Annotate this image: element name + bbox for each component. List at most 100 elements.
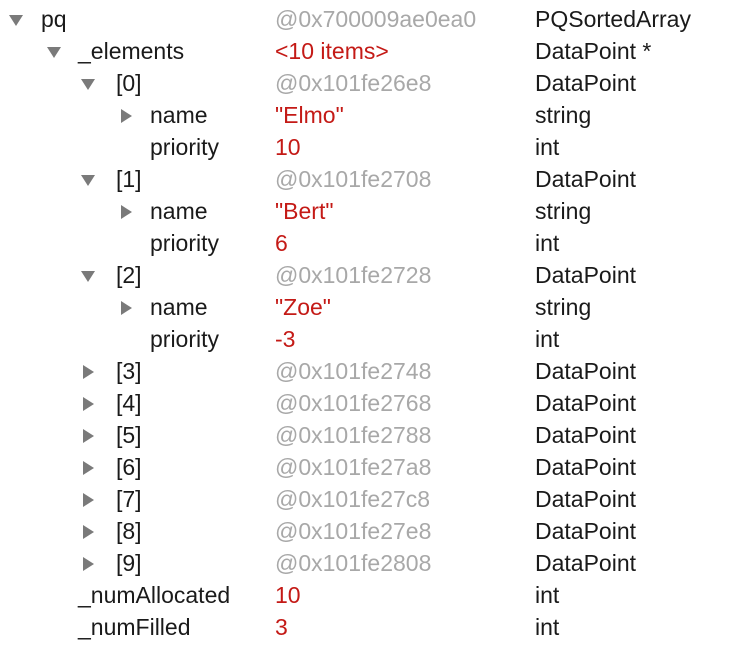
variable-type: int: [535, 230, 560, 256]
variable-name: _numAllocated: [78, 582, 231, 608]
variable-row[interactable]: name "Elmo" string: [0, 99, 752, 131]
triangle-icon: [47, 47, 61, 58]
triangle-icon: [121, 301, 132, 315]
variable-row[interactable]: [4] @0x101fe2768 DataPoint: [0, 387, 752, 419]
variable-name: pq: [41, 6, 67, 32]
variable-name: [0]: [116, 70, 142, 96]
variable-address: @0x101fe2748: [275, 358, 432, 384]
variable-type: DataPoint: [535, 486, 637, 512]
triangle-icon: [81, 79, 95, 90]
variable-name: [5]: [116, 422, 142, 448]
disclosure-expanded-icon[interactable]: [44, 35, 64, 67]
variable-name: [8]: [116, 518, 142, 544]
variable-value: 10: [275, 134, 301, 160]
variable-type: DataPoint: [535, 166, 637, 192]
variable-type: int: [535, 582, 560, 608]
variable-address: @0x101fe2768: [275, 390, 432, 416]
variable-value: <10 items>: [275, 38, 389, 64]
variable-name: name: [150, 294, 208, 320]
variable-name: [6]: [116, 454, 142, 480]
triangle-icon: [83, 461, 94, 475]
disclosure-collapsed-icon[interactable]: [78, 355, 98, 387]
triangle-icon: [83, 429, 94, 443]
variable-value: -3: [275, 326, 296, 352]
variable-name: _numFilled: [78, 614, 191, 640]
variable-row[interactable]: priority -3 int: [0, 323, 752, 355]
disclosure-expanded-icon[interactable]: [78, 67, 98, 99]
variable-row[interactable]: [7] @0x101fe27c8 DataPoint: [0, 483, 752, 515]
variable-row[interactable]: [1] @0x101fe2708 DataPoint: [0, 163, 752, 195]
variable-row[interactable]: priority 6 int: [0, 227, 752, 259]
variable-type: string: [535, 102, 592, 128]
disclosure-collapsed-icon[interactable]: [116, 195, 136, 227]
variable-type: DataPoint: [535, 422, 637, 448]
variable-address: @0x101fe27c8: [275, 486, 431, 512]
variable-value: "Zoe": [275, 294, 331, 320]
variable-address: @0x101fe27e8: [275, 518, 432, 544]
triangle-icon: [83, 525, 94, 539]
disclosure-expanded-icon[interactable]: [6, 3, 26, 35]
variable-row[interactable]: priority 10 int: [0, 131, 752, 163]
triangle-icon: [83, 365, 94, 379]
variable-row[interactable]: name "Zoe" string: [0, 291, 752, 323]
variable-name: [2]: [116, 262, 142, 288]
variable-value: "Elmo": [275, 102, 344, 128]
variable-row[interactable]: [5] @0x101fe2788 DataPoint: [0, 419, 752, 451]
disclosure-collapsed-icon[interactable]: [78, 419, 98, 451]
variable-address: @0x101fe2788: [275, 422, 432, 448]
disclosure-collapsed-icon[interactable]: [78, 515, 98, 547]
variable-type: DataPoint: [535, 358, 637, 384]
disclosure-collapsed-icon[interactable]: [78, 547, 98, 579]
triangle-icon: [121, 109, 132, 123]
variable-value: 6: [275, 230, 288, 256]
variable-address: @0x101fe2708: [275, 166, 432, 192]
variable-type: DataPoint: [535, 550, 637, 576]
disclosure-expanded-icon[interactable]: [78, 163, 98, 195]
variable-name: priority: [150, 230, 220, 256]
triangle-icon: [83, 397, 94, 411]
variable-address: @0x101fe27a8: [275, 454, 432, 480]
variable-type: DataPoint: [535, 390, 637, 416]
disclosure-collapsed-icon[interactable]: [116, 291, 136, 323]
variable-name: priority: [150, 134, 220, 160]
variable-type: DataPoint: [535, 262, 637, 288]
variable-value: 10: [275, 582, 301, 608]
variable-name: priority: [150, 326, 220, 352]
variable-type: DataPoint: [535, 518, 637, 544]
triangle-icon: [83, 557, 94, 571]
variable-name: _elements: [78, 38, 185, 64]
variable-type: int: [535, 134, 560, 160]
variable-row[interactable]: _numAllocated 10 int: [0, 579, 752, 611]
variable-type: int: [535, 614, 560, 640]
variable-type: DataPoint *: [535, 38, 652, 64]
disclosure-expanded-icon[interactable]: [78, 259, 98, 291]
disclosure-collapsed-icon[interactable]: [78, 387, 98, 419]
variable-address: @0x700009ae0ea0: [275, 6, 477, 32]
variable-name: [4]: [116, 390, 142, 416]
triangle-icon: [121, 205, 132, 219]
triangle-icon: [81, 175, 95, 186]
variable-row[interactable]: [8] @0x101fe27e8 DataPoint: [0, 515, 752, 547]
variable-row[interactable]: [6] @0x101fe27a8 DataPoint: [0, 451, 752, 483]
variable-type: DataPoint: [535, 454, 637, 480]
variable-type: string: [535, 198, 592, 224]
variable-type: int: [535, 326, 560, 352]
variable-type: string: [535, 294, 592, 320]
disclosure-collapsed-icon[interactable]: [78, 483, 98, 515]
variable-name: name: [150, 198, 208, 224]
variable-row[interactable]: name"Bert"string: [0, 195, 752, 227]
variable-name: [1]: [116, 166, 142, 192]
disclosure-collapsed-icon[interactable]: [116, 99, 136, 131]
disclosure-collapsed-icon[interactable]: [78, 451, 98, 483]
variable-row[interactable]: [3] @0x101fe2748 DataPoint: [0, 355, 752, 387]
variable-name: name: [150, 102, 208, 128]
variable-name: [3]: [116, 358, 142, 384]
variable-row[interactable]: _elements <10 items> DataPoint *: [0, 35, 752, 67]
triangle-icon: [9, 15, 23, 26]
variable-name: [7]: [116, 486, 142, 512]
